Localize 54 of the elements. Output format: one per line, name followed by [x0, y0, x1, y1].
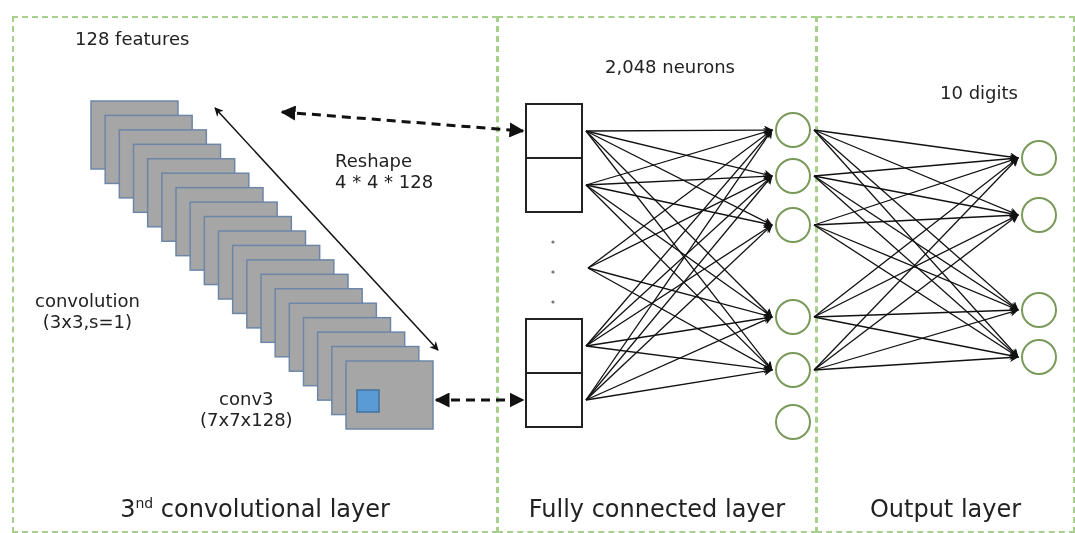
- double-arrow: [434, 392, 525, 408]
- annotation-text: convolution (3x3,s=1): [35, 290, 140, 332]
- annotation-text: 2,048 neurons: [605, 56, 735, 77]
- annotation-text: 10 digits: [940, 82, 1018, 103]
- neuron-circle: [775, 352, 811, 388]
- neuron-circle: [775, 299, 811, 335]
- arrow: [585, 184, 773, 318]
- arrow: [813, 129, 1019, 358]
- vector-cell: [525, 372, 583, 428]
- annotation-text: 128 features: [75, 28, 190, 49]
- layer-heading: Output layer: [869, 495, 1022, 523]
- arrow: [813, 210, 1019, 226]
- arrow: [585, 171, 773, 186]
- vector-cell: [525, 318, 583, 374]
- neuron-circle: [775, 158, 811, 194]
- annotation-text: Reshape 4 * 4 * 128: [335, 150, 434, 192]
- layer-panel: [12, 16, 498, 533]
- vector-cell: [525, 157, 583, 213]
- annotation-text: conv3 (7x7x128): [200, 388, 293, 430]
- arrow: [813, 129, 1019, 217]
- arrow: [585, 130, 773, 179]
- neuron-circle: [775, 112, 811, 148]
- arrow: [585, 175, 773, 401]
- arrow: [585, 125, 773, 135]
- arrow: [813, 129, 1019, 311]
- layer-heading: 3$^{nd}$ convolutional layer: [120, 495, 390, 523]
- neuron-circle: [775, 404, 811, 440]
- arrow: [585, 316, 773, 401]
- arrow: [587, 267, 773, 371]
- arrow: [585, 184, 773, 228]
- arrow: [585, 184, 773, 371]
- arrow: [813, 316, 1019, 360]
- arrow: [813, 175, 1019, 218]
- double-arrow: [280, 105, 525, 138]
- layer-panel: [816, 16, 1075, 533]
- arrow: [585, 224, 773, 401]
- arrow: [585, 366, 773, 401]
- arrow: [585, 175, 773, 347]
- neuron-circle: [775, 207, 811, 243]
- neuron-circle: [1021, 339, 1057, 375]
- arrow: [813, 305, 1019, 318]
- layer-panel: [497, 16, 817, 533]
- arrow: [585, 130, 773, 226]
- arrow: [587, 129, 773, 269]
- arrow: [585, 345, 773, 374]
- arrow: [813, 224, 1019, 312]
- arrow: [813, 156, 1019, 226]
- neuron-circle: [1021, 197, 1057, 233]
- arrow: [813, 353, 1019, 371]
- layer-heading: Fully connected layer: [528, 495, 786, 523]
- neuron-circle: [1021, 140, 1057, 176]
- arrow: [585, 313, 773, 347]
- vector-cell: [525, 103, 583, 159]
- neuron-circle: [1021, 292, 1057, 328]
